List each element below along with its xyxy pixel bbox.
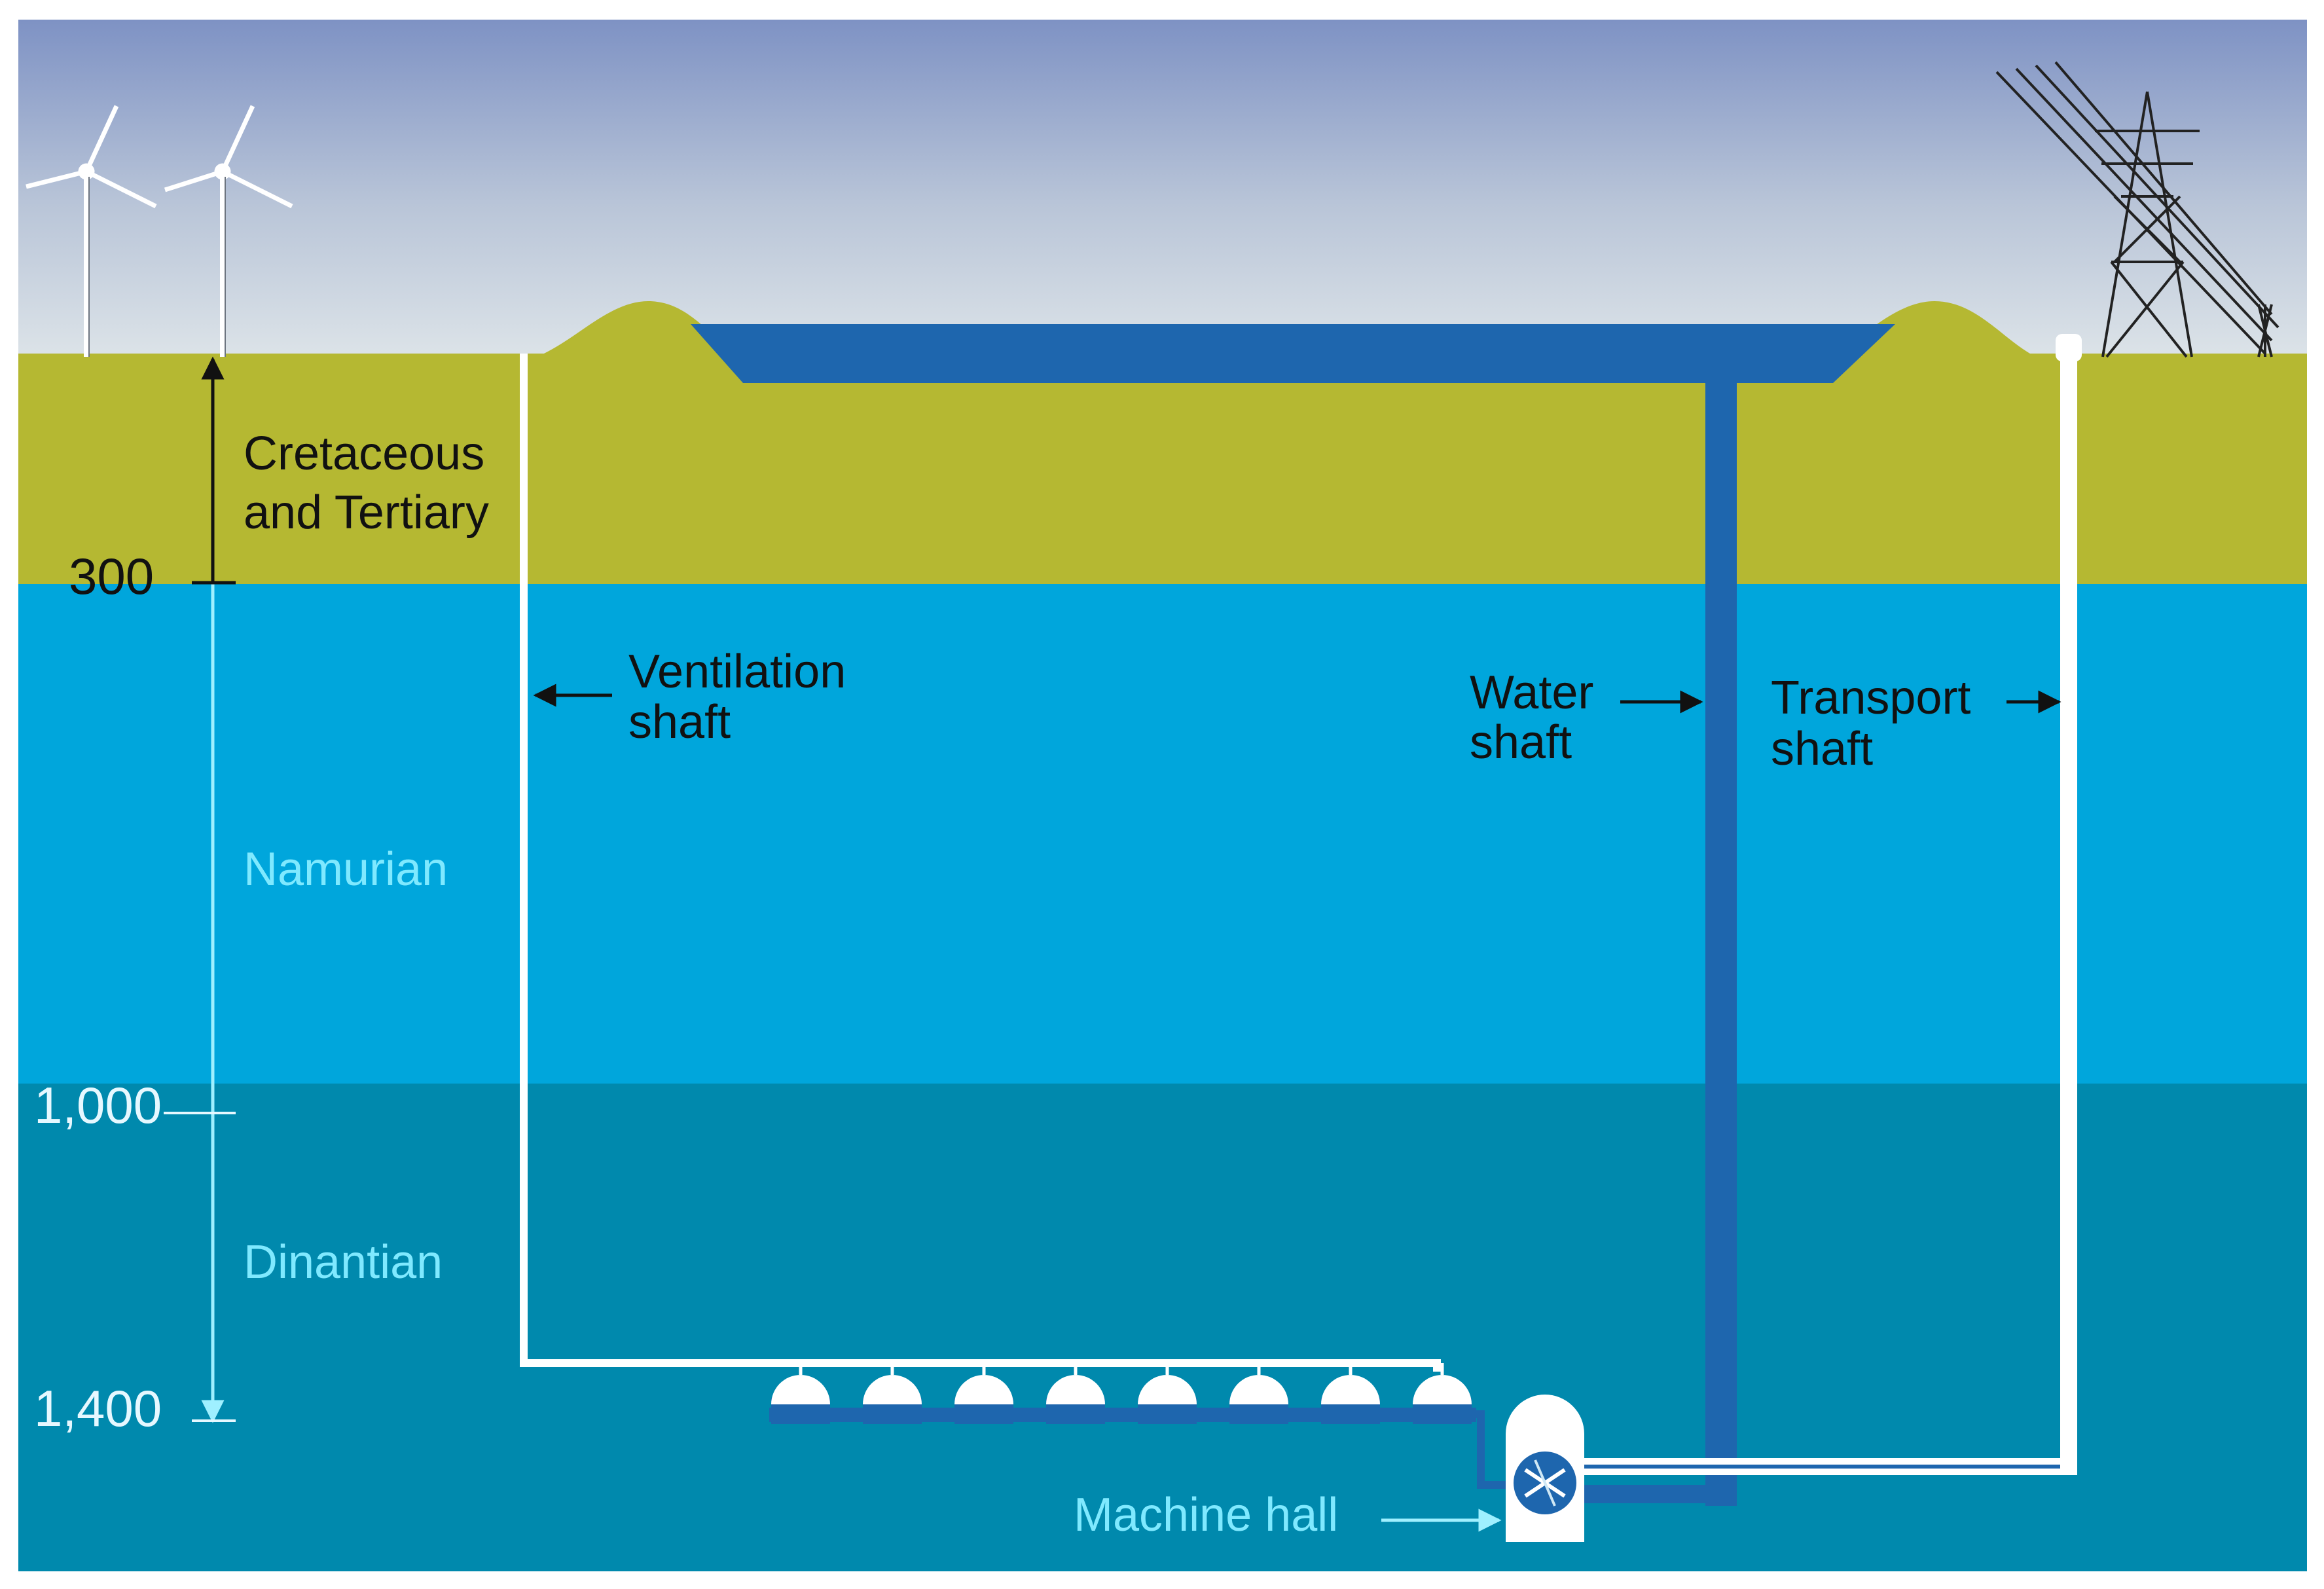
- depth-scale: [164, 356, 236, 1423]
- cretaceous-label-line2: and Tertiary: [244, 486, 489, 539]
- water-label-line2: shaft: [1470, 716, 1572, 769]
- cavern-row: [769, 1363, 1512, 1489]
- dinantian-layer: [18, 1084, 2307, 1571]
- sky: [18, 20, 2307, 357]
- depth-300-label: 300: [69, 547, 154, 605]
- namurian-label: Namurian: [244, 843, 448, 896]
- transport-label-line1: Transport: [1771, 672, 1970, 724]
- depth-1000-label: 1,000: [34, 1076, 162, 1134]
- transport-label-line2: shaft: [1771, 723, 1873, 775]
- cretaceous-layer: [18, 354, 2307, 584]
- right-dike: [1833, 301, 2036, 357]
- upper-reservoir: [691, 324, 1895, 383]
- ventilation-label-line2: shaft: [628, 696, 731, 748]
- machine-hall-label: Machine hall: [1074, 1489, 1338, 1541]
- depth-1400-label: 1,400: [34, 1379, 162, 1437]
- water-shaft: [1705, 380, 1737, 1506]
- wind-turbine-icon: [26, 105, 157, 357]
- water-label-line1: Water: [1470, 667, 1593, 719]
- ventilation-label-line1: Ventilation: [628, 646, 846, 698]
- ventilation-shaft: [520, 354, 1441, 1372]
- left-dike: [537, 301, 740, 357]
- wind-turbine-icon: [164, 105, 293, 357]
- namurian-layer: [18, 584, 2307, 1084]
- cretaceous-label-line1: Cretaceous: [244, 428, 484, 480]
- power-pylon-icon: [1995, 61, 2279, 358]
- machine-hall-icon: [1506, 1395, 1584, 1542]
- dinantian-label: Dinantian: [244, 1236, 443, 1288]
